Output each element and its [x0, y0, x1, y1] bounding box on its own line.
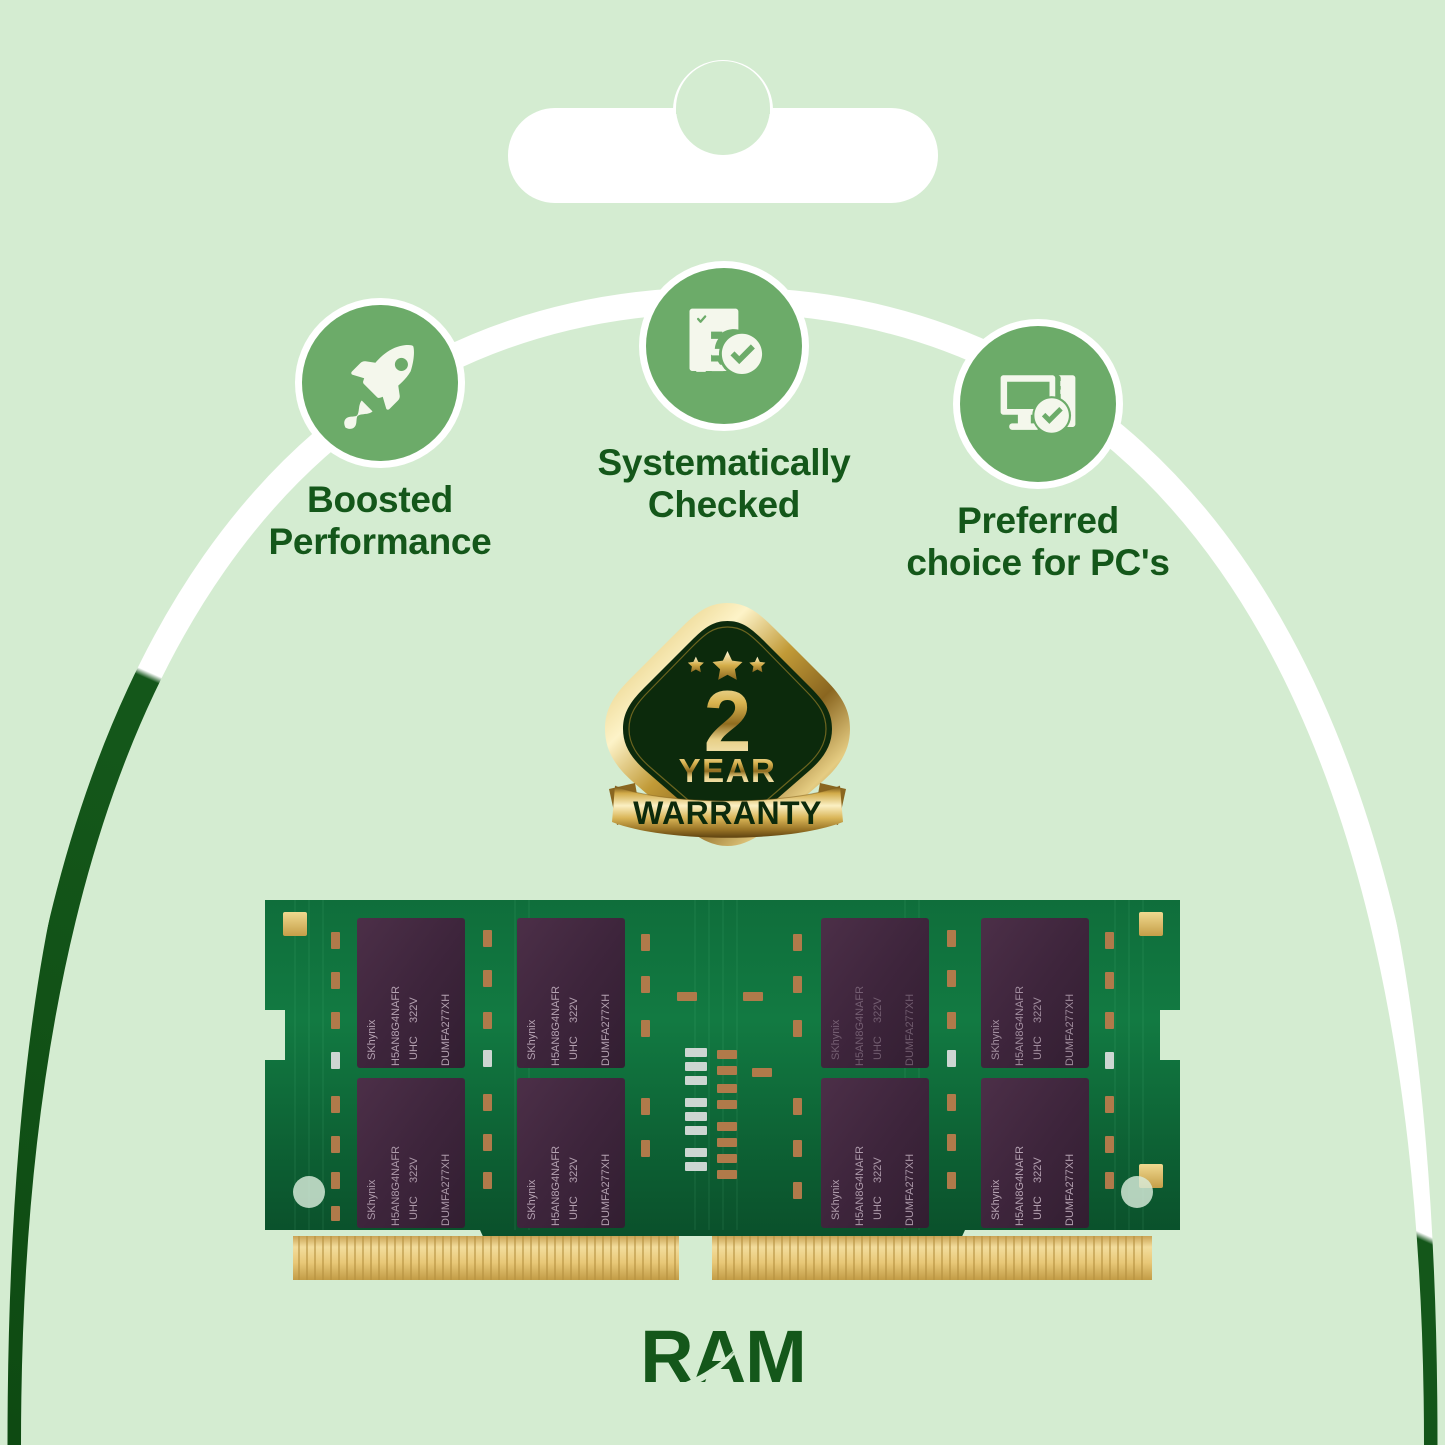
feature-label: Preferred choice for PC's: [906, 500, 1170, 584]
retail-hang-tab: [508, 60, 938, 203]
sodimm-memory-module: SKhynix H5AN8G4NAFR UHC 322V DUMFA277XH …: [265, 900, 1180, 1280]
svg-text:SKhynix: SKhynix: [366, 1019, 378, 1060]
gold-edge-connector: [293, 1236, 1152, 1280]
warranty-years-number: 2: [704, 674, 752, 770]
svg-text:H5AN8G4NAFR: H5AN8G4NAFR: [1014, 1146, 1026, 1226]
svg-text:322V: 322V: [568, 997, 580, 1023]
svg-text:UHC: UHC: [408, 1036, 420, 1060]
feature-circle: [302, 305, 458, 461]
svg-text:322V: 322V: [1032, 997, 1044, 1023]
svg-text:DUMFA277XH: DUMFA277XH: [1064, 1154, 1076, 1226]
svg-text:SKhynix: SKhynix: [990, 1179, 1002, 1220]
svg-text:322V: 322V: [408, 1157, 420, 1183]
desktop-computer-check-icon: [1000, 375, 1076, 435]
memory-chip-row-bottom: SKhynix H5AN8G4NAFR UHC 322V DUMFA277XH …: [357, 1078, 1089, 1228]
svg-text:UHC: UHC: [1032, 1036, 1044, 1060]
svg-text:UHC: UHC: [408, 1196, 420, 1220]
svg-text:SKhynix: SKhynix: [526, 1179, 538, 1220]
warranty-seal-badge: 2 YEAR WARRANTY: [605, 603, 850, 846]
svg-text:DUMFA277XH: DUMFA277XH: [904, 1154, 916, 1226]
svg-text:H5AN8G4NAFR: H5AN8G4NAFR: [390, 986, 402, 1066]
svg-text:UHC: UHC: [568, 1036, 580, 1060]
gold-pad: [1139, 912, 1163, 936]
svg-text:DUMFA277XH: DUMFA277XH: [1064, 994, 1076, 1066]
svg-text:UHC: UHC: [568, 1196, 580, 1220]
svg-text:SKhynix: SKhynix: [990, 1019, 1002, 1060]
svg-text:322V: 322V: [872, 997, 884, 1023]
feature-preferred-choice-for-pcs[interactable]: Preferred choice for PC's: [868, 326, 1208, 584]
feature-systematically-checked[interactable]: Systematically Checked: [554, 268, 894, 526]
feature-label: Boosted Performance: [268, 479, 492, 563]
svg-text:322V: 322V: [408, 997, 420, 1023]
svg-text:SKhynix: SKhynix: [526, 1019, 538, 1060]
svg-text:DUMFA277XH: DUMFA277XH: [904, 994, 916, 1066]
svg-text:322V: 322V: [568, 1157, 580, 1183]
gold-pad: [283, 912, 307, 936]
warranty-period-label: YEAR: [679, 752, 777, 789]
warranty-ribbon: WARRANTY: [609, 783, 846, 838]
memory-chip-row-top: SKhynix H5AN8G4NAFR UHC 322V DUMFA277XH …: [357, 918, 1089, 1068]
ram-wordmark-with-swoosh: RAM: [640, 1322, 807, 1398]
center-smd-cluster: [677, 992, 772, 1179]
svg-text:SKhynix: SKhynix: [366, 1179, 378, 1220]
svg-text:SKhynix: SKhynix: [830, 1019, 842, 1060]
svg-text:H5AN8G4NAFR: H5AN8G4NAFR: [1014, 986, 1026, 1066]
checklist-check-icon: [689, 308, 765, 377]
svg-text:H5AN8G4NAFR: H5AN8G4NAFR: [550, 986, 562, 1066]
svg-text:SKhynix: SKhynix: [830, 1179, 842, 1220]
svg-text:H5AN8G4NAFR: H5AN8G4NAFR: [550, 1146, 562, 1226]
svg-text:H5AN8G4NAFR: H5AN8G4NAFR: [854, 1146, 866, 1226]
svg-text:DUMFA277XH: DUMFA277XH: [600, 1154, 612, 1226]
smd-components: [331, 930, 1114, 1221]
warranty-ribbon-label: WARRANTY: [633, 795, 822, 831]
svg-text:UHC: UHC: [1032, 1196, 1044, 1220]
warranty-stars: [687, 651, 766, 680]
svg-text:H5AN8G4NAFR: H5AN8G4NAFR: [854, 986, 866, 1066]
mounting-hole: [293, 1176, 325, 1208]
feature-circle: [960, 326, 1116, 482]
svg-text:DUMFA277XH: DUMFA277XH: [440, 1154, 452, 1226]
brand-logo: RAM: [0, 1322, 1445, 1403]
svg-text:UHC: UHC: [872, 1196, 884, 1220]
feature-circle: [646, 268, 802, 424]
svg-text:UHC: UHC: [872, 1036, 884, 1060]
svg-text:DUMFA277XH: DUMFA277XH: [600, 994, 612, 1066]
feature-boosted-performance[interactable]: Boosted Performance: [210, 305, 550, 563]
feature-label: Systematically Checked: [597, 442, 851, 526]
svg-text:322V: 322V: [1032, 1157, 1044, 1183]
mounting-hole: [1121, 1176, 1153, 1208]
svg-text:322V: 322V: [872, 1157, 884, 1183]
rocket-icon: [344, 344, 414, 429]
svg-text:H5AN8G4NAFR: H5AN8G4NAFR: [390, 1146, 402, 1226]
svg-text:DUMFA277XH: DUMFA277XH: [440, 994, 452, 1066]
